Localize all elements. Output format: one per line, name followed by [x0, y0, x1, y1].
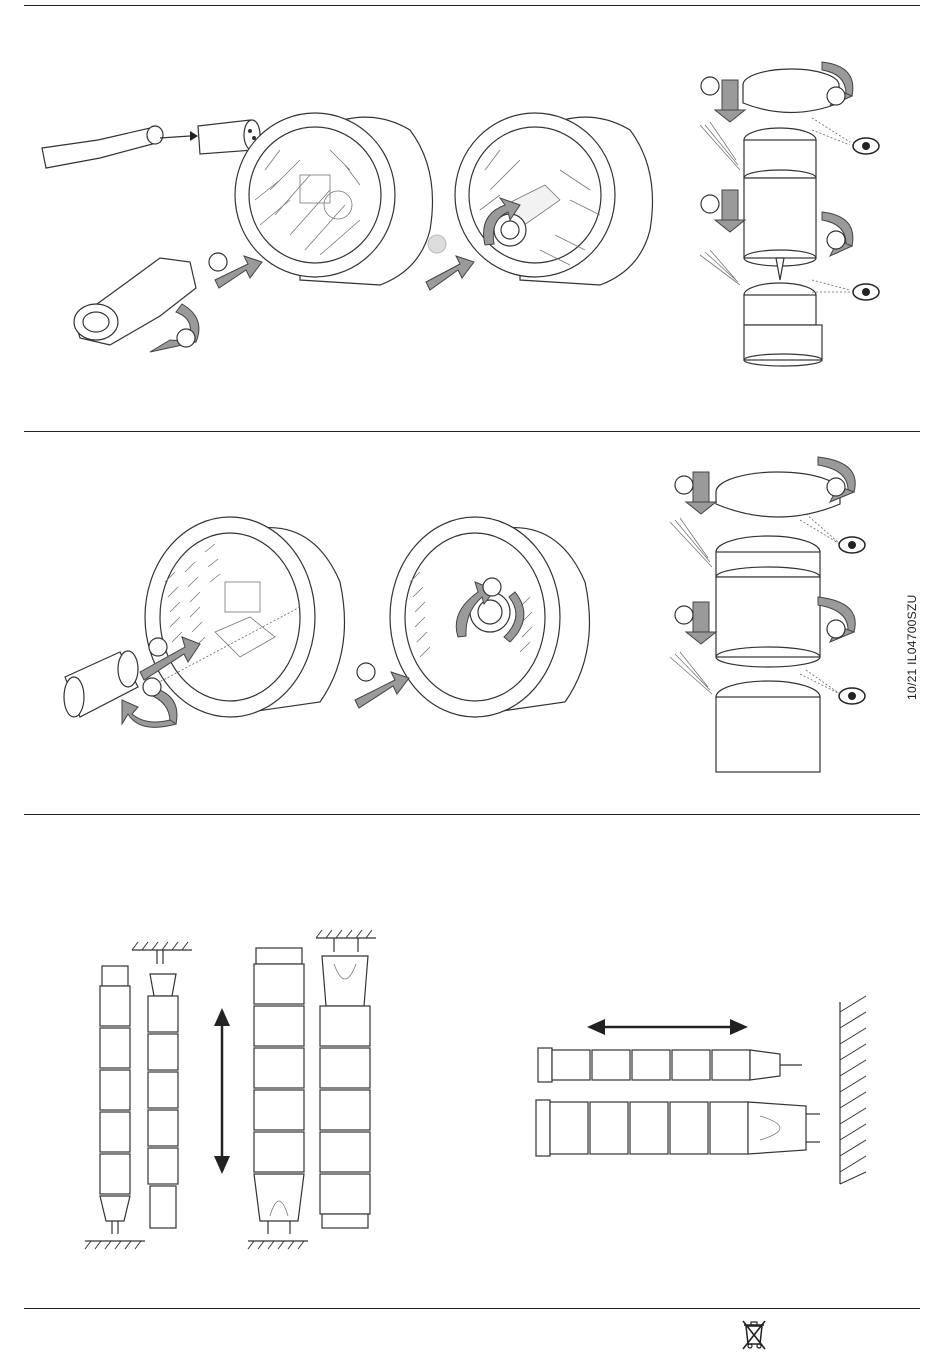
module-stack-illustration-top — [700, 62, 853, 366]
eye-icon — [839, 688, 865, 704]
assembly-figure-top — [0, 0, 950, 430]
socket-illustration-right — [355, 517, 590, 717]
socket-illustration-right — [426, 113, 653, 290]
bulb-insert-illustration — [42, 120, 260, 168]
eye-icon — [853, 284, 879, 300]
module-stack-illustration-middle — [670, 457, 855, 772]
column-horizontal-large — [536, 1100, 820, 1156]
rotate-arrow-icon — [177, 329, 195, 347]
wall-mount-surface — [840, 996, 866, 1184]
bottom-rule — [24, 1308, 920, 1309]
eye-icon — [853, 138, 879, 154]
double-arrow-icon — [587, 1019, 748, 1035]
column-horizontal-small — [538, 1048, 802, 1082]
eye-icon — [839, 537, 865, 553]
double-arrow-icon — [214, 1008, 230, 1174]
weee-bin-icon — [740, 1318, 768, 1352]
column-small-top-mounted — [132, 942, 192, 1228]
section-rule-2 — [24, 814, 920, 815]
column-small-bottom-mounted — [85, 966, 145, 1249]
column-large-top-mounted — [316, 930, 376, 1228]
mounting-figure — [0, 816, 950, 1306]
socket-illustration-left — [145, 517, 345, 717]
column-large-bottom-mounted — [248, 948, 308, 1249]
assembly-figure-middle — [0, 432, 950, 812]
